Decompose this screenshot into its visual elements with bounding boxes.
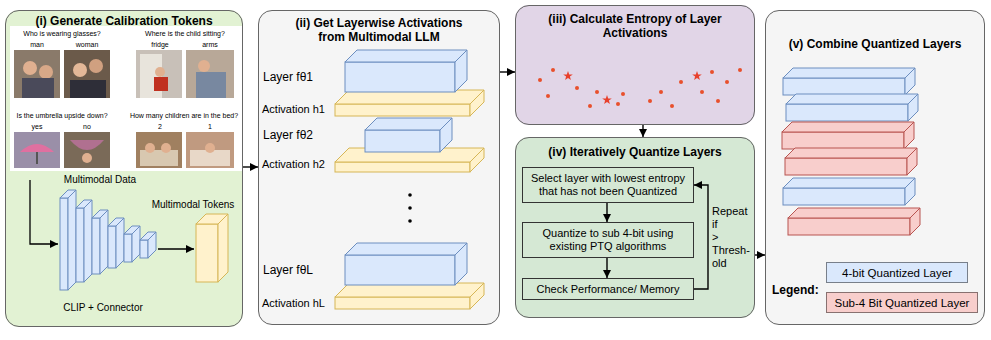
connector: [606, 258, 607, 278]
connector: [694, 185, 708, 289]
connector: [243, 166, 258, 167]
text-label: How many children are in the bed?: [126, 112, 242, 120]
text-label: 2: [150, 123, 170, 131]
text-label: Layer fθ1: [263, 70, 338, 84]
text-label: no: [67, 123, 107, 131]
text-label: arms: [190, 41, 230, 49]
text-label: Who is wearing glasses?: [12, 30, 112, 38]
process-box: Select layer with lowest entropy that ha…: [522, 167, 694, 203]
edge-label: Repeat if > Thresh- old: [712, 205, 752, 270]
box-text: Select layer with lowest entropy that ha…: [523, 172, 693, 198]
text-label: Legend:: [772, 283, 824, 297]
connector: [755, 254, 765, 255]
legend-swatch: Sub-4 Bit Quantized Layer: [826, 292, 978, 313]
text-label: Is the umbrella upside down?: [12, 112, 112, 120]
panel: (iii) Calculate Entropy of Layer Activat…: [515, 5, 755, 125]
text-label: Activation hL: [262, 297, 334, 310]
box-text: Check Performance/ Memory: [532, 283, 683, 296]
text-label: Activation h2: [262, 158, 334, 171]
text-label: fridge: [140, 41, 180, 49]
text-label: Layer fθL: [263, 263, 338, 277]
connector: [642, 125, 643, 137]
panel: (i) Generate Calibration Tokens: [5, 10, 243, 327]
text-label: CLIP + Connector: [48, 302, 158, 314]
legend-swatch: 4-bit Quantized Layer: [826, 262, 968, 283]
text-label: Activation h1: [262, 103, 334, 116]
panel-title: (i) Generate Calibration Tokens: [9, 14, 239, 28]
text-label: 1: [200, 123, 220, 131]
text-label: Multimodal Data: [50, 174, 150, 186]
connector: [500, 71, 515, 72]
box-text: Quantize to sub 4-bit using existing PTQ…: [523, 227, 693, 253]
text-label: woman: [62, 41, 112, 49]
panel: (iv) Iteratively Quantize LayersSelect l…: [515, 137, 755, 318]
panel-title: (ii) Get Layerwise Activations from Mult…: [284, 16, 474, 44]
panel-title: (iv) Iteratively Quantize Layers: [522, 145, 748, 159]
process-box: Check Performance/ Memory: [522, 278, 694, 300]
text-label: Layer fθ2: [263, 128, 338, 142]
panel-title: (iii) Calculate Entropy of Layer Activat…: [522, 12, 748, 40]
legend-text: Sub-4 Bit Quantized Layer: [832, 294, 973, 312]
legend-text: 4-bit Quantized Layer: [839, 264, 955, 282]
text-label: yes: [17, 123, 57, 131]
text-label: Multimodal Tokens: [148, 199, 238, 211]
text-label: Where is the child sitting?: [130, 30, 240, 38]
process-box: Quantize to sub 4-bit using existing PTQ…: [522, 222, 694, 258]
text-label: man: [17, 41, 57, 49]
panel-title: (v) Combine Quantized Layers: [770, 37, 980, 51]
connector: [606, 203, 607, 222]
